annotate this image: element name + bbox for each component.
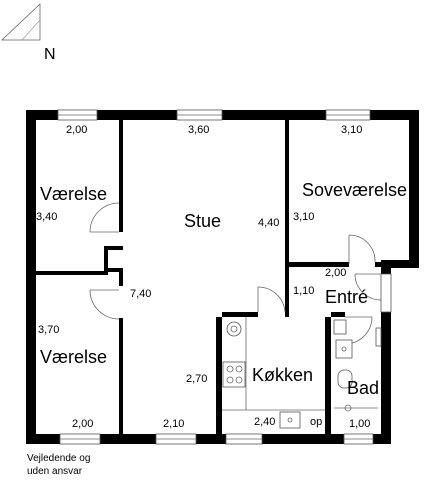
windows [57, 109, 392, 445]
toilet-icon [337, 369, 353, 389]
bath-fixtures [333, 319, 382, 412]
dim-entre-width: 2,00 [325, 267, 346, 279]
north-label: N [44, 46, 56, 63]
disclaimer-note: Vejledende og uden ansvar [27, 452, 90, 478]
stove-icon [222, 361, 246, 388]
dim-kokken-height: 2,70 [186, 373, 207, 385]
north-arrow: N [0, 3, 56, 63]
window-entre [380, 273, 392, 313]
dim-stue-length: 7,40 [130, 288, 151, 300]
dim-kokken-width: 2,40 [254, 416, 275, 428]
room-label-sovevaerelse: Soveværelse [302, 180, 407, 200]
dim-bad-width: 1,00 [349, 418, 370, 430]
meter-box-icon [333, 319, 347, 335]
dim-stue-bottom-width: 2,10 [163, 418, 184, 430]
dim-stue-width: 3,60 [188, 124, 209, 136]
dim-stue-height: 4,40 [258, 217, 279, 229]
ventilation-icon [226, 321, 242, 337]
drain-icon [344, 404, 352, 412]
bath-radiator-icon [375, 327, 382, 347]
disclaimer-line-1: Vejledende og [27, 453, 91, 464]
dim-op-label: op [310, 416, 322, 428]
interior-walls [36, 120, 385, 434]
dim-vaerelse-bottom-height: 3,70 [38, 324, 59, 336]
room-label-vaerelse-top: Værelse [40, 184, 107, 204]
dim-sovevaerelse-width: 3,10 [341, 124, 362, 136]
dimension-labels: 2,00 3,60 3,10 3,40 4,40 3,10 2,00 1,10 … [36, 124, 370, 430]
kitchen-fixtures [222, 317, 325, 429]
dim-vaerelse-top-height: 3,40 [36, 211, 57, 223]
room-label-vaerelse-bottom: Værelse [40, 347, 107, 367]
doors [89, 202, 382, 345]
room-label-stue: Stue [184, 211, 221, 231]
washbasin-icon [335, 339, 353, 359]
dim-vaerelse-bottom-width: 2,00 [72, 418, 93, 430]
sink-icon [279, 411, 301, 429]
exterior-walls [26, 110, 419, 444]
dim-entre-height: 1,10 [293, 285, 314, 297]
room-labels: Værelse Stue Soveværelse Entré Værelse K… [40, 180, 407, 398]
room-label-bad: Bad [347, 378, 379, 398]
room-label-kokken: Køkken [252, 365, 313, 385]
disclaimer-line-2: uden ansvar [27, 466, 83, 477]
dim-vaerelse-top-width: 2,00 [66, 124, 87, 136]
room-label-entre: Entré [325, 287, 368, 307]
dim-sovevaerelse-height: 3,10 [293, 211, 314, 223]
